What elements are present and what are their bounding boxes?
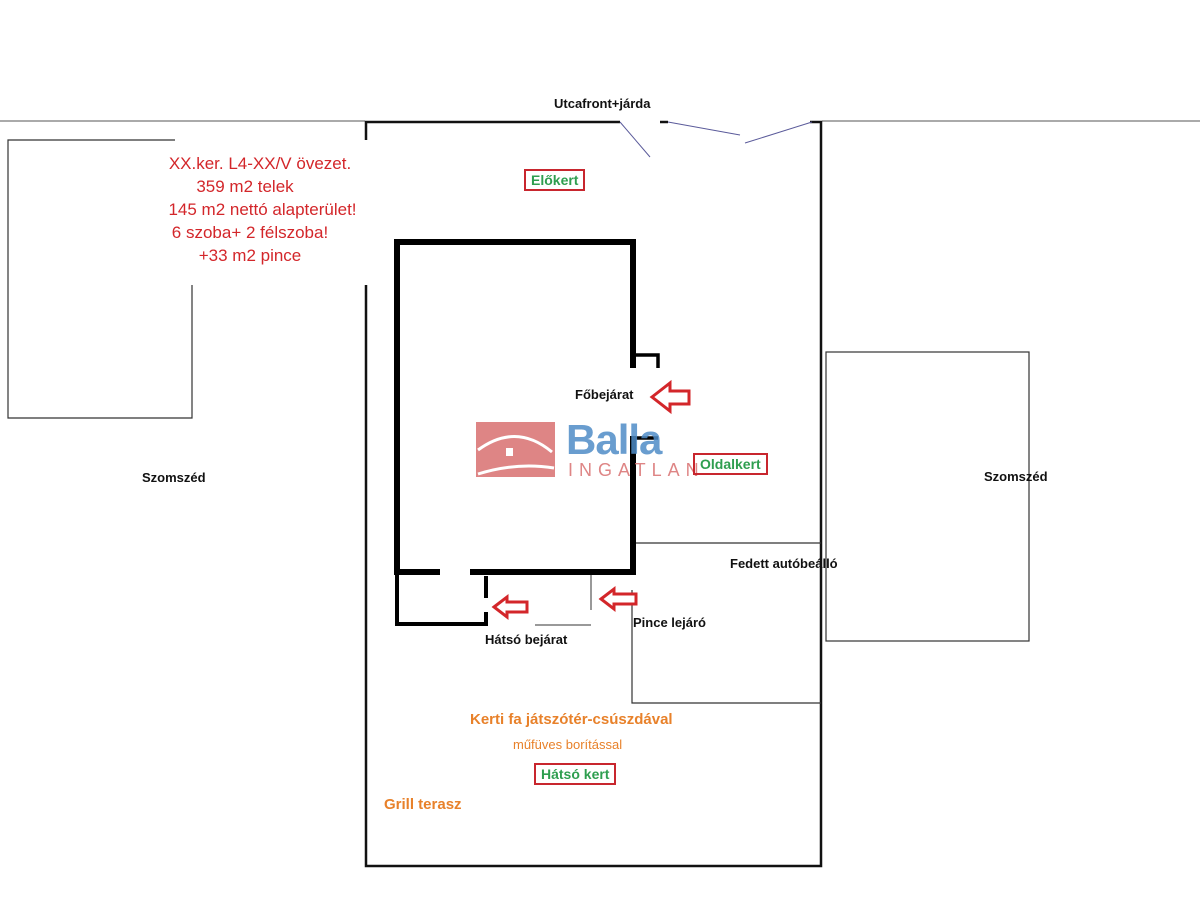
watermark-logo: Balla INGATLAN	[476, 416, 726, 482]
playground-sub-label: műfüves borítással	[513, 737, 623, 752]
info-line: +33 m2 pince	[198, 246, 302, 265]
info-line: 359 m2 telek	[196, 177, 294, 196]
back-entrance-label: Hátsó bejárat	[485, 632, 568, 647]
logo-brand: Balla	[566, 416, 662, 463]
info-line: 145 m2 nettó alapterület!	[168, 200, 357, 219]
gate-lines	[619, 121, 813, 158]
playground-label: Kerti fa játszótér-csúszdával	[470, 711, 673, 728]
arrow-cellar-icon	[598, 585, 638, 613]
carport-outline	[631, 542, 821, 704]
cellar-access-label: Pince lejáró	[633, 615, 706, 630]
house-walls	[394, 239, 660, 626]
property-info: XX.ker. L4-XX/V övezet. 359 m2 telek 145…	[120, 152, 400, 267]
arrow-main-entrance-icon	[649, 379, 691, 415]
logo-sub: INGATLAN	[568, 460, 705, 480]
grill-terrace-label: Grill terasz	[384, 796, 462, 813]
info-line: 6 szoba+ 2 félszoba!	[171, 223, 329, 242]
info-line: XX.ker. L4-XX/V övezet.	[168, 154, 352, 173]
arrow-back-entrance-icon	[491, 593, 529, 621]
main-entrance-label: Főbejárat	[575, 387, 634, 402]
street-label: Utcafront+járda	[554, 96, 651, 111]
neighbor-left-outline	[7, 139, 193, 419]
house-logo-icon	[476, 422, 555, 477]
neighbor-right-label: Szomszéd	[984, 469, 1048, 484]
back-garden-label: Hátsó kert	[534, 763, 617, 785]
plot-boundary	[364, 120, 823, 868]
carport-label: Fedett autóbeálló	[730, 556, 838, 571]
neighbor-left-label: Szomszéd	[142, 470, 206, 485]
side-garden-label: Oldalkert	[693, 453, 768, 475]
neighbor-right-outline	[825, 351, 1030, 642]
terrace-lines	[535, 575, 592, 626]
front-garden-label: Előkert	[524, 169, 586, 191]
